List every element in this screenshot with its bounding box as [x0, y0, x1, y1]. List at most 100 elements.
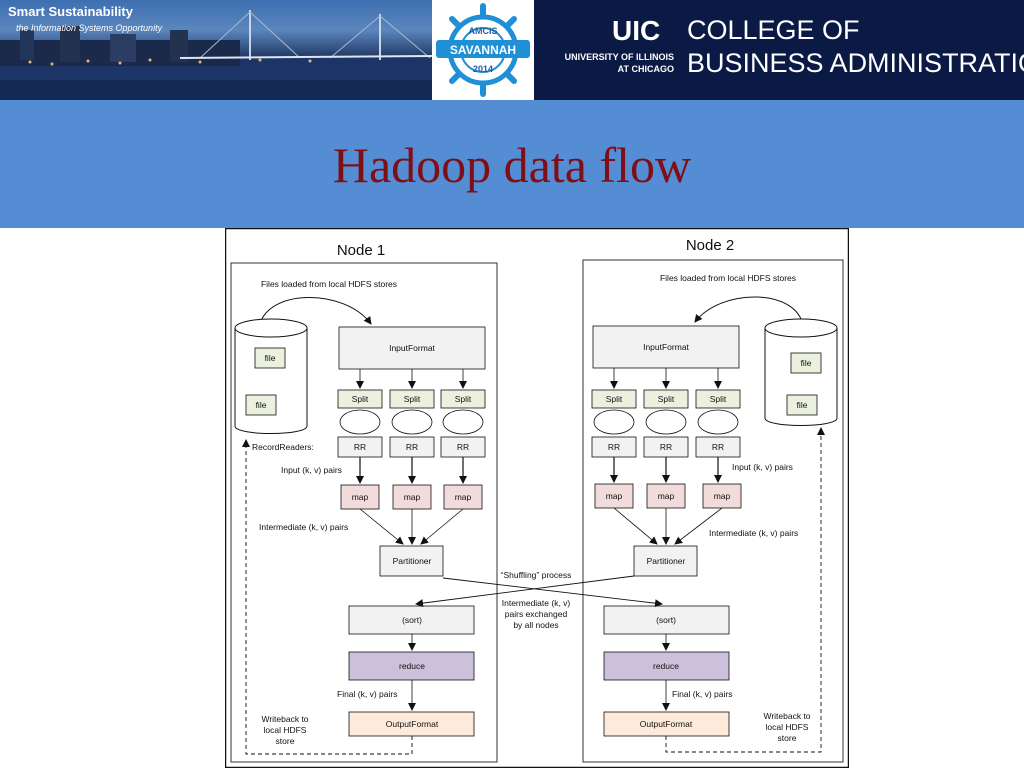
node1-map-partitioner-arrows: [359, 508, 464, 545]
amcis-savannah-seal: AMCIS SAVANNAH 2014: [432, 0, 534, 100]
node2-title: Node 2: [686, 237, 734, 254]
node1-writeback-arrow: [242, 439, 413, 755]
node1-file-b-label: file: [256, 400, 267, 410]
node1-file-b: [245, 394, 277, 416]
uic-university-line1: UNIVERSITY OF ILLINOIS: [564, 52, 674, 62]
node2-hdfs-store: [764, 318, 838, 426]
node1-reduce-label: reduce: [399, 661, 425, 671]
node2-rr-1-label: RR: [608, 442, 620, 452]
banner-title: Smart Sustainability: [8, 4, 133, 19]
uic-business-line: BUSINESS ADMINISTRATION: [687, 48, 1024, 78]
savannah-skyline-photo: Smart Sustainability the Information Sys…: [0, 0, 432, 100]
node2-files-loaded-label: Files loaded from local HDFS stores: [660, 273, 796, 283]
shuffle-exchange-line3: by all nodes: [513, 620, 558, 630]
node2-output-format: [603, 711, 730, 737]
node2-map-2-label: map: [658, 491, 675, 501]
node2-split-1-label: Split: [606, 394, 623, 404]
node2-file-b: [786, 394, 818, 416]
node2-file-a-label: file: [801, 358, 812, 368]
node2-final-pairs-label: Final (k, v) pairs: [672, 689, 732, 699]
node2-sort: [603, 605, 730, 635]
seal-top: AMCIS: [469, 26, 498, 36]
node1-output-format-label: OutputFormat: [386, 719, 439, 729]
node1-rr-3-label: RR: [457, 442, 469, 452]
slide-title: Hadoop data flow: [332, 137, 692, 193]
node2-split-2-label: Split: [658, 394, 675, 404]
node1-input-format: [338, 326, 486, 370]
node1-input-format-label: InputFormat: [389, 343, 435, 353]
node2-writeback-line2: local HDFS: [766, 722, 809, 732]
node1-writeback-line3: store: [276, 736, 295, 746]
node1-hdfs-store: [234, 318, 308, 434]
shuffle-label: “Shuffling” process: [501, 570, 572, 580]
uic-college-line: COLLEGE OF: [687, 15, 860, 45]
node1-intermediate-pairs-label: Intermediate (k, v) pairs: [259, 522, 348, 532]
hadoop-data-flow-diagram: Node 1 Node 2 Files loaded from local HD…: [225, 228, 849, 768]
node2-load-arrow: [694, 296, 804, 327]
node1-map-1-label: map: [352, 492, 369, 502]
node2-map-2: [646, 483, 686, 509]
node2-file-b-label: file: [797, 400, 808, 410]
node1-container: [230, 262, 498, 763]
node2-split-1: [591, 368, 637, 409]
title-band: Hadoop data flow: [0, 100, 1024, 228]
node2-sort-label: (sort): [656, 615, 676, 625]
uic-business-logo: UIC COLLEGE OF BUSINESS ADMINISTRATION U…: [534, 0, 1024, 100]
node1-reduce: [348, 651, 475, 681]
node2-reduce-label: reduce: [653, 661, 679, 671]
node1-map-3-label: map: [455, 492, 472, 502]
node2-map-3-label: map: [714, 491, 731, 501]
node2-partitioner-label: Partitioner: [647, 556, 686, 566]
node1-files-loaded-label: Files loaded from local HDFS stores: [261, 279, 397, 289]
node1-split-1-label: Split: [352, 394, 369, 404]
node1-rr-1-label: RR: [354, 442, 366, 452]
skyline-art: [0, 10, 432, 100]
node2-rr-map-arrows: [610, 457, 722, 483]
shuffle-arrow-node2-to-node1: [415, 575, 635, 608]
node1-rr-map-arrows: [356, 457, 467, 484]
node2-writeback-line3: store: [778, 733, 797, 743]
ship-wheel-icon: AMCIS SAVANNAH 2014: [436, 3, 530, 97]
node2-split-3: [695, 368, 741, 409]
node2-writeback-line1: Writeback to: [763, 711, 810, 721]
node1-split-2: [389, 369, 435, 409]
node1-title: Node 1: [337, 242, 385, 259]
banner-subtitle: the Information Systems Opportunity: [16, 23, 163, 33]
node1-writeback-line2: local HDFS: [264, 725, 307, 735]
node2-split-3-label: Split: [710, 394, 727, 404]
node1-split-2-label: Split: [404, 394, 421, 404]
header-banner: Smart Sustainability the Information Sys…: [0, 0, 1024, 100]
node2-output-format-label: OutputFormat: [640, 719, 693, 729]
shuffle-arrow-node1-to-node2: [442, 577, 663, 608]
node2-input-format: [592, 325, 740, 369]
node1-writeback-line1: Writeback to: [261, 714, 308, 724]
node2-input-pairs-label: Input (k, v) pairs: [732, 462, 793, 472]
diagram-frame: [225, 228, 849, 768]
node2-map-1-label: map: [606, 491, 623, 501]
node1-partitioner-label: Partitioner: [393, 556, 432, 566]
seal-year: 2014: [473, 64, 493, 74]
node1-final-pairs-label: Final (k, v) pairs: [337, 689, 397, 699]
node1-map-2-label: map: [404, 492, 421, 502]
node2-container: [582, 259, 844, 763]
node2-file-a: [790, 352, 822, 374]
node1-sort-label: (sort): [402, 615, 422, 625]
shuffle-exchange-line2: pairs exchanged: [505, 609, 568, 619]
node1-split-1: [337, 369, 383, 409]
node1-split-3-label: Split: [455, 394, 472, 404]
node2-rr-3-label: RR: [712, 442, 724, 452]
node2-partitioner: [633, 545, 698, 577]
node2-map-1: [594, 483, 634, 509]
node2-map-partitioner-arrows: [613, 507, 723, 545]
node1-input-pairs-label: Input (k, v) pairs: [281, 465, 342, 475]
node1-map-1: [340, 484, 380, 510]
node2-split-2: [643, 368, 689, 409]
node1-map-3: [443, 484, 483, 510]
node2-split-rr-loops: [593, 409, 739, 435]
uic-university-line2: AT CHICAGO: [617, 64, 674, 74]
node1-rr-2-label: RR: [406, 442, 418, 452]
node1-partitioner: [379, 545, 444, 577]
node1-file-a: [254, 347, 286, 369]
shuffle-exchange-line1: Intermediate (k, v): [502, 598, 571, 608]
node1-load-arrow: [258, 297, 372, 329]
